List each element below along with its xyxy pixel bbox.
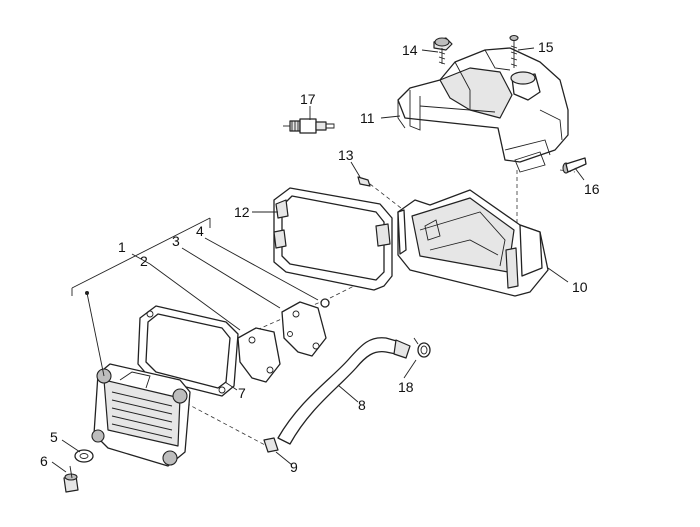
part-13-screw	[357, 176, 371, 187]
callout-13: 13	[338, 147, 354, 163]
callout-6: 6	[40, 453, 48, 469]
callout-8: 8	[358, 397, 366, 413]
part-6-bolt	[63, 465, 79, 493]
part-3-plate	[237, 327, 281, 383]
group-1-bracket	[71, 217, 211, 377]
callout-4: 4	[196, 223, 204, 239]
part-18-clamp	[413, 337, 431, 358]
part-9-fitting	[263, 437, 279, 453]
callout-14: 14	[402, 42, 418, 58]
callout-15: 15	[538, 39, 554, 55]
callout-17: 17	[300, 91, 316, 107]
callout-16: 16	[584, 181, 600, 197]
callout-7: 7	[238, 385, 246, 401]
part-11-upper-cover	[397, 47, 569, 173]
part-8-hose	[277, 337, 411, 445]
part-4-plate	[281, 298, 330, 357]
callout-2: 2	[140, 253, 148, 269]
callout-9: 9	[290, 459, 298, 475]
callout-11: 11	[360, 110, 375, 126]
part-14-knob	[433, 37, 453, 65]
callout-5: 5	[50, 429, 58, 445]
callout-18: 18	[398, 379, 414, 395]
callout-labels: 1 2 3 4 5 6 7 8 9 10 11 12 13 14 15 16 1…	[40, 39, 600, 475]
part-15-screw	[509, 34, 519, 68]
part-16-bolt	[562, 157, 587, 174]
part-12-gasket	[273, 187, 393, 291]
part-17-spark-plug	[283, 118, 335, 134]
part-10-lower-cover	[397, 189, 549, 297]
callout-3: 3	[172, 233, 180, 249]
part-2-gasket	[137, 305, 239, 397]
callout-1: 1	[118, 239, 126, 255]
leader-lines	[51, 47, 585, 473]
part-5-washer	[74, 449, 94, 463]
callout-12: 12	[234, 204, 250, 220]
part-1-cylinder-head	[91, 363, 191, 467]
callout-10: 10	[572, 279, 588, 295]
